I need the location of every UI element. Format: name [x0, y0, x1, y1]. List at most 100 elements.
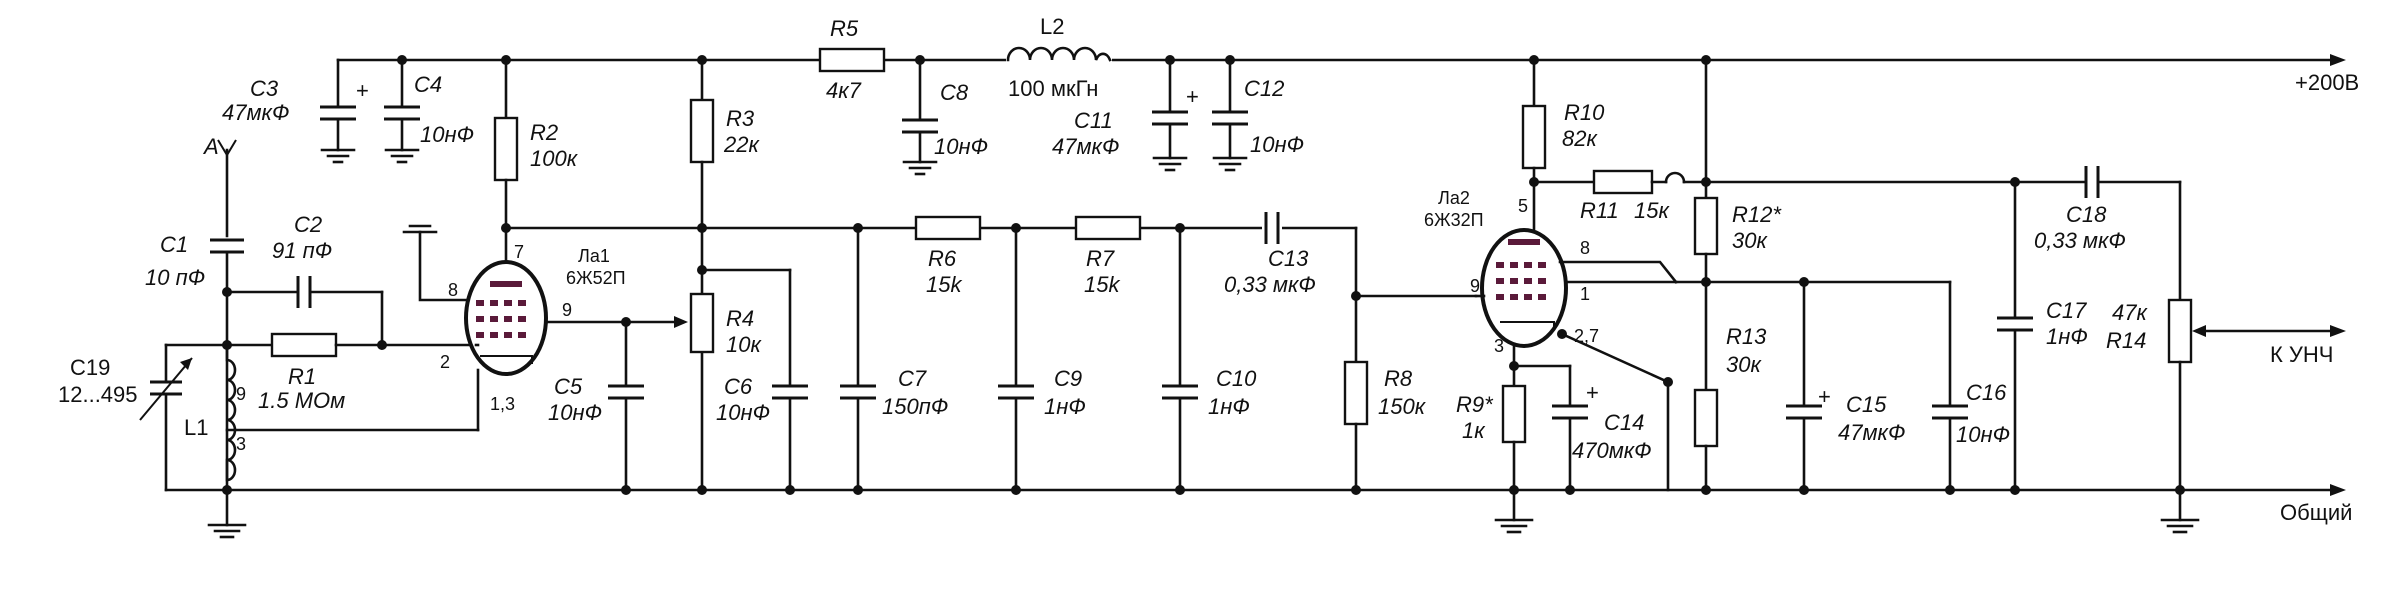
c9-ref: C9 — [1054, 366, 1082, 391]
c3-value: 47мкФ — [222, 100, 289, 125]
c18-ref: C18 — [2066, 202, 2107, 227]
r2-ref: R2 — [530, 120, 558, 145]
c19-variable-arrow — [139, 357, 193, 421]
r3-ref: R3 — [726, 106, 755, 131]
r9-value: 1к — [1462, 418, 1486, 443]
c14-value: 470мкФ — [1572, 438, 1652, 463]
antenna-label: A — [202, 134, 219, 159]
l1-coil — [225, 343, 237, 482]
r11-body — [1592, 169, 1654, 195]
r7-body — [1074, 215, 1142, 241]
c3-plus: + — [356, 78, 369, 103]
tube2-type: 6Ж32П — [1424, 210, 1484, 230]
c4-ref: C4 — [414, 72, 442, 97]
l1-ref: L1 — [184, 415, 208, 440]
tube2-pin5: 5 — [1518, 196, 1528, 216]
mid-network: R3 22к R4 10к C6 10нФ C7 150пФ R6 15k — [504, 55, 1478, 495]
c15-plus: + — [1818, 384, 1831, 409]
c18-value: 0,33 мкФ — [2034, 228, 2126, 253]
c1-ref: C1 — [160, 232, 188, 257]
input-section: A C1 10 пФ C2 91 пФ R1 1.5 МОм L1 9 3 C1 — [58, 134, 480, 539]
r1-value: 1.5 МОм — [258, 388, 345, 413]
tube1-pin9: 9 — [562, 300, 572, 320]
c17-ref: C17 — [2046, 298, 2087, 323]
c8-value: 10нФ — [934, 134, 988, 159]
r11-ref: R11 — [1580, 198, 1619, 223]
plus-rail-arrow — [2330, 54, 2346, 66]
r10-ref: R10 — [1564, 100, 1605, 125]
supply-filter: R5 4к7 C8 10нФ L2 100 мкГн + C11 47мкФ — [818, 14, 1304, 176]
c14-plus: + — [1586, 380, 1599, 405]
c7-value: 150пФ — [882, 394, 948, 419]
tube-2: R10 82к 5 Ла2 6Ж32П 9 8 1 3 2,7 — [1424, 55, 1678, 534]
r9-ref: R9* — [1456, 392, 1494, 417]
r1-ref: R1 — [288, 364, 316, 389]
common-rail-label: Общий — [2280, 500, 2352, 525]
c16-ref: C16 — [1966, 380, 2007, 405]
output-arrow — [2330, 325, 2346, 337]
tube2-pin8: 8 — [1580, 238, 1590, 258]
r12-ref: R12* — [1732, 202, 1782, 227]
r8-body — [1343, 360, 1369, 426]
tube2-cathode — [1500, 321, 1555, 330]
r13-body — [1693, 388, 1719, 448]
r4-ref: R4 — [726, 306, 754, 331]
antenna-icon — [217, 139, 237, 157]
c11-ref: C11 — [1074, 108, 1113, 133]
c13-value: 0,33 мкФ — [1224, 272, 1316, 297]
c17-value: 1нФ — [2046, 324, 2088, 349]
common-rail-arrow — [2330, 484, 2346, 496]
c3-ref: C3 — [250, 76, 279, 101]
r10-value: 82к — [1562, 126, 1598, 151]
c14-ref: C14 — [1604, 410, 1644, 435]
c15-ref: C15 — [1846, 392, 1887, 417]
c15-value: 47мкФ — [1838, 420, 1905, 445]
tube1-cathode — [480, 355, 533, 364]
tube2-pin9: 9 — [1470, 276, 1480, 296]
r2-value: 100к — [530, 146, 579, 171]
output-label: К УНЧ — [2270, 342, 2333, 367]
r14-wiper — [2192, 325, 2206, 337]
plus-rail-label: +200В — [2295, 70, 2359, 95]
r4-body — [689, 292, 715, 354]
r10-body — [1521, 104, 1547, 170]
c9-value: 1нФ — [1044, 394, 1086, 419]
r14-value: 47к — [2112, 300, 2148, 325]
l2-ref: L2 — [1040, 14, 1064, 39]
tube2-envelope — [1480, 228, 1568, 348]
c19-ref: C19 — [70, 355, 110, 380]
c11-value: 47мкФ — [1052, 134, 1119, 159]
c12-ref: C12 — [1244, 76, 1284, 101]
r5-value: 4к7 — [826, 78, 862, 103]
tube1-pin2: 2 — [440, 352, 450, 372]
tube1-pin7: 7 — [514, 242, 524, 262]
c6-ref: C6 — [724, 374, 753, 399]
tube2-pin1: 1 — [1580, 284, 1590, 304]
l2-value: 100 мкГн — [1008, 76, 1098, 101]
tube1-pin13: 1,3 — [490, 394, 515, 414]
r6-body — [914, 215, 982, 241]
c5-value: 10нФ — [548, 400, 602, 425]
rails: +200В Общий — [164, 54, 2359, 525]
tube2-pin3: 3 — [1494, 336, 1504, 356]
r4-value: 10к — [726, 332, 762, 357]
c19-value: 12...495 — [58, 382, 138, 407]
tube2-pin27: 2,7 — [1574, 326, 1599, 346]
c5-ref: C5 — [554, 374, 583, 399]
output-section: R11 15к R12* 30к R13 30к + C15 47мкФ — [1532, 55, 2346, 534]
r6-value: 15k — [926, 272, 962, 297]
r7-value: 15k — [1084, 272, 1120, 297]
r1-body — [270, 332, 338, 358]
r9-body — [1501, 384, 1527, 444]
tube1-pin8: 8 — [448, 280, 458, 300]
tube1-type: 6Ж52П — [566, 268, 626, 288]
tube2-ref: Ла2 — [1438, 188, 1470, 208]
r6-ref: R6 — [928, 246, 957, 271]
r14-body — [2167, 298, 2193, 364]
c4-value: 10нФ — [420, 122, 474, 147]
c2-value: 91 пФ — [272, 238, 332, 263]
c16-value: 10нФ — [1956, 422, 2010, 447]
r12-body — [1693, 196, 1719, 256]
c10-ref: C10 — [1216, 366, 1257, 391]
